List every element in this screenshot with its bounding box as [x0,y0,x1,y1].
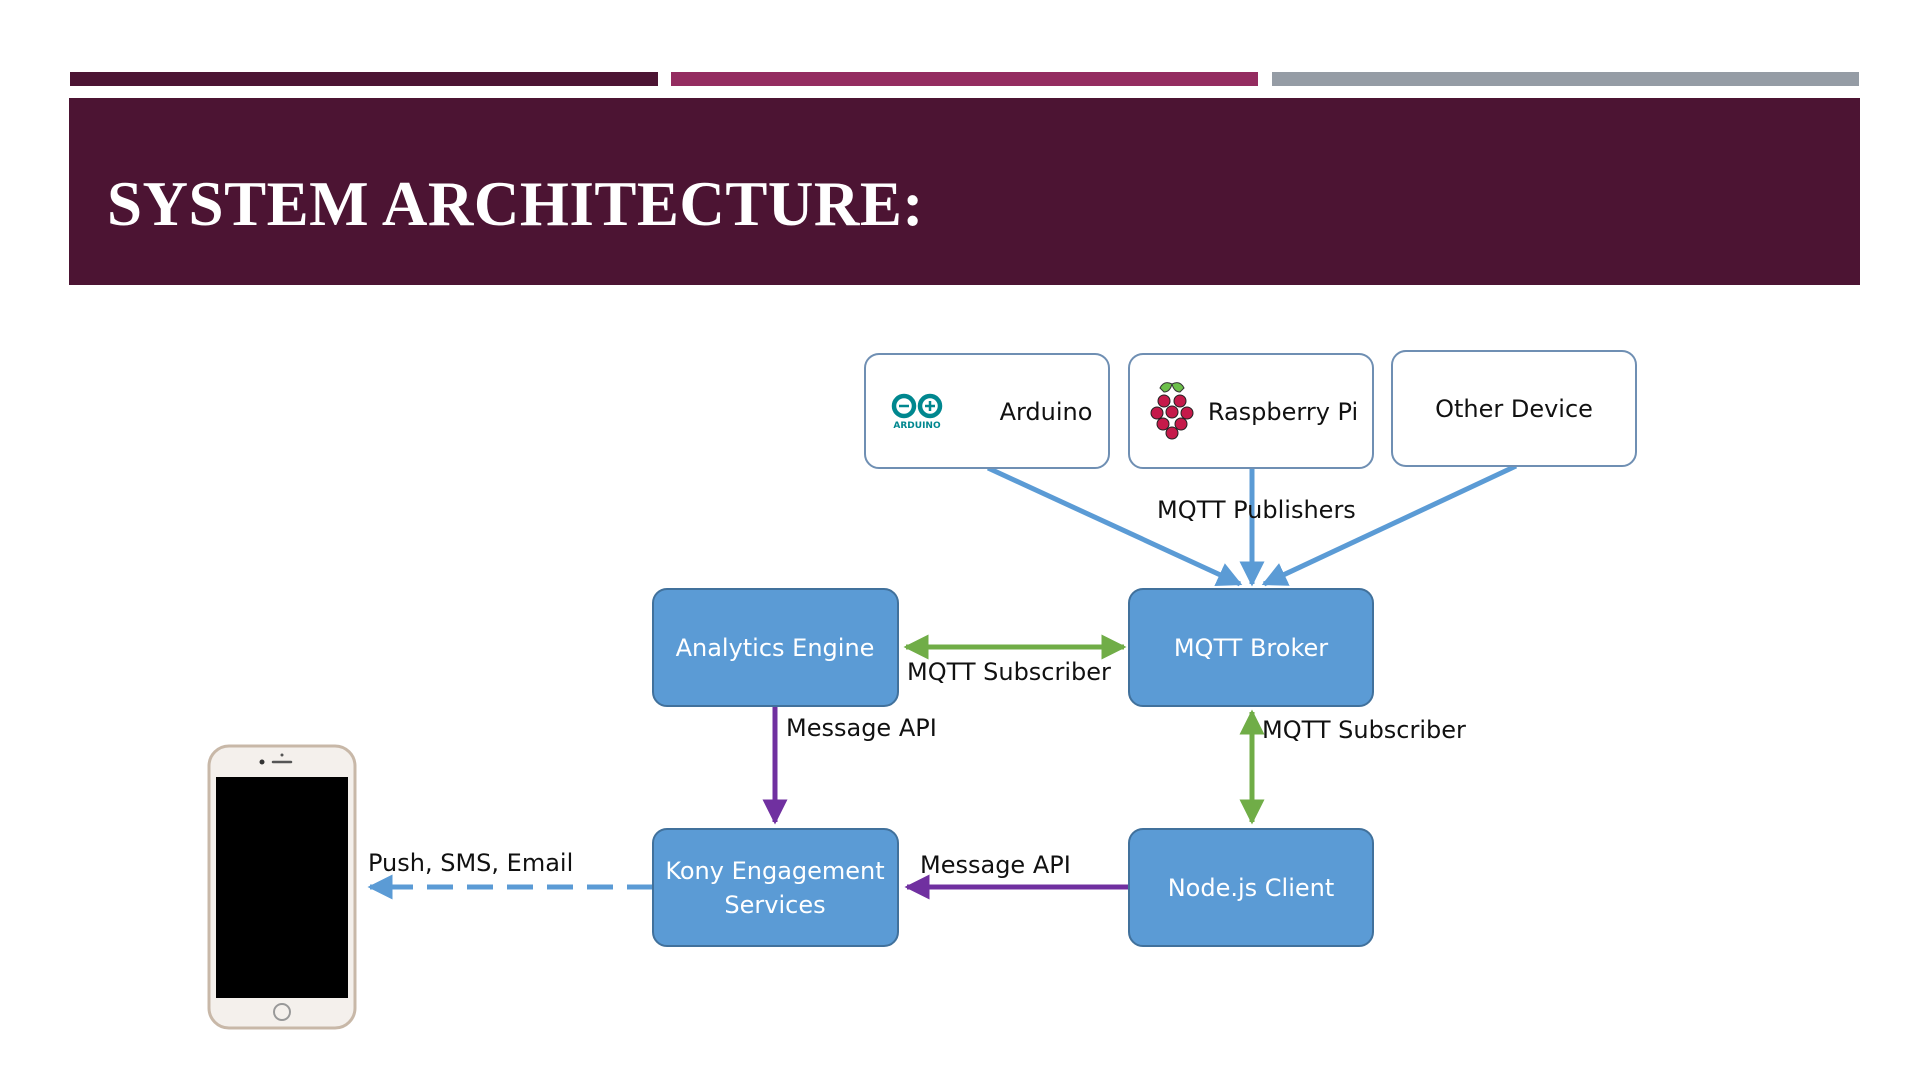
device-raspberry-pi: Raspberry Pi [1128,353,1374,469]
node-kony-engagement-services: Kony Engagement Services [652,828,899,947]
mqtt-subscriber-label-analytics: MQTT Subscriber [907,658,1111,686]
device-arduino: ARDUINO Arduino [864,353,1110,469]
node-mqtt-broker: MQTT Broker [1128,588,1374,707]
mqtt-publishers-label: MQTT Publishers [1157,496,1356,524]
arduino-logo-icon: ARDUINO [891,393,943,431]
edge-arduino-to-broker [986,465,1243,587]
raspberry-pi-logo-icon [1150,382,1194,440]
raspberry-pi-label: Raspberry Pi [1208,398,1358,426]
message-api-label-analytics: Message API [786,714,937,742]
header-accent-bar-1 [70,72,658,86]
arduino-logo-text: ARDUINO [893,421,941,431]
title-band: SYSTEM ARCHITECTURE: [69,98,1860,285]
arduino-label: Arduino [1000,398,1093,426]
notification-label: Push, SMS, Email [368,849,573,877]
header-accent-bar-3 [1272,72,1859,86]
other-device-label: Other Device [1435,395,1593,423]
edge-other-to-broker [1261,463,1518,587]
kony-label-line1: Kony Engagement [665,857,884,885]
device-other: Other Device [1391,350,1637,467]
mqtt-subscriber-label-nodejs: MQTT Subscriber [1262,716,1466,744]
slide-title: SYSTEM ARCHITECTURE: [107,169,924,239]
kony-label-line2: Services [724,891,825,919]
mqtt-broker-label: MQTT Broker [1174,634,1328,662]
node-analytics-engine: Analytics Engine [652,588,899,707]
node-nodejs-client: Node.js Client [1128,828,1374,947]
analytics-engine-label: Analytics Engine [676,634,875,662]
smartphone-icon [207,744,357,1030]
header-accent-bar-2 [671,72,1258,86]
message-api-label-nodejs: Message API [920,851,1071,879]
nodejs-client-label: Node.js Client [1168,874,1335,902]
